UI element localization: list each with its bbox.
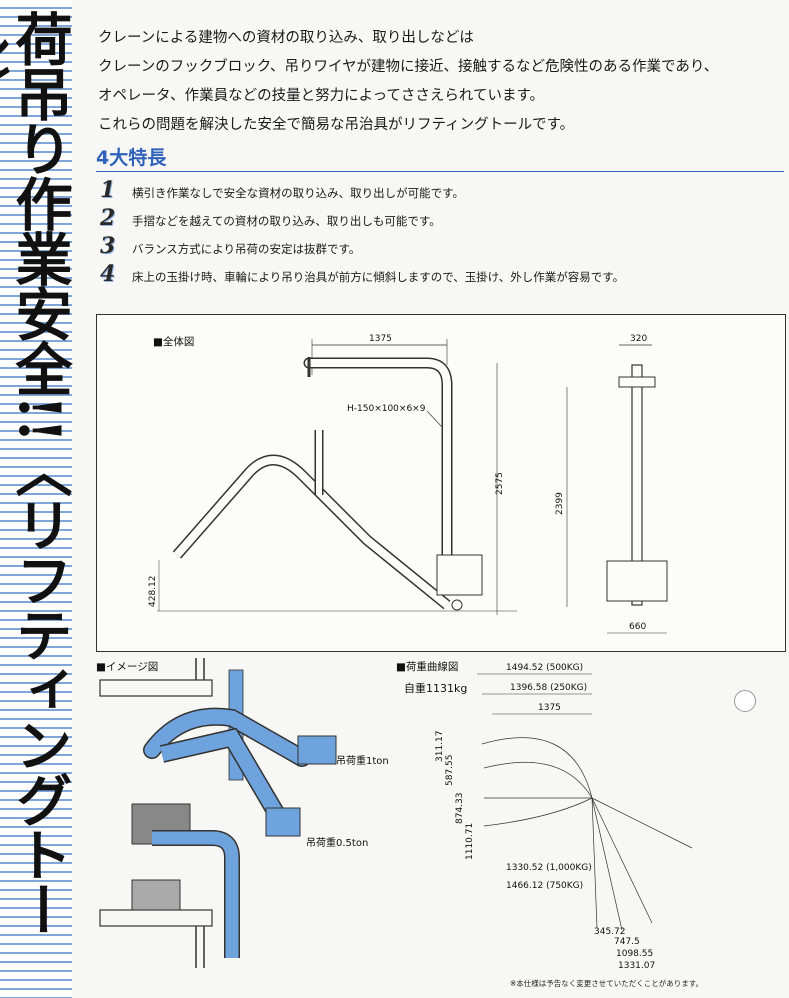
- left-dim: 1110.71: [465, 823, 475, 860]
- dim-top: 1375: [369, 334, 392, 344]
- left-dim: 587.55: [445, 755, 455, 787]
- dim-side-height: 2399: [555, 492, 565, 515]
- load2-label: 吊荷重0.5ton: [306, 836, 368, 849]
- intro-text: クレーンによる建物への資材の取り込み、取り出しなどは クレーンのフックブロック、…: [98, 24, 778, 140]
- bottom-dim: 747.5: [614, 937, 640, 947]
- feature-item: 3 バランス方式により吊荷の安定は抜群です。: [100, 233, 780, 264]
- vertical-title: 荷吊り作業安全!!〈リフティングトール〉: [0, 10, 73, 937]
- image-diagram: ■イメージ図 吊荷重1ton 吊荷重0.5ton: [96, 658, 389, 968]
- feature-number: 4: [100, 261, 116, 287]
- top-dim: 1375: [538, 703, 561, 713]
- feature-item: 2 手摺などを越えての資材の取り込み、取り出しも可能です。: [100, 205, 780, 236]
- image-diagram-label: ■イメージ図: [96, 661, 158, 673]
- feature-item: 1 横引き作業なしで安全な資材の取り込み、取り出しが可能です。: [100, 177, 780, 208]
- load-curve-label: ■荷重曲線図: [396, 660, 458, 673]
- intro-line: クレーンのフックブロック、吊りワイヤが建物に接近、接触するなど危険性のある作業で…: [98, 59, 719, 75]
- self-weight: 自重1131kg: [404, 681, 467, 695]
- feature-text: 手摺などを越えての資材の取り込み、取り出しも可能です。: [132, 214, 441, 228]
- feature-number: 2: [100, 205, 116, 231]
- features-heading: 4大特長: [96, 143, 784, 172]
- bottom-dim: 1331.07: [618, 961, 655, 970]
- mid-dim: 1466.12 (750KG): [506, 881, 583, 891]
- mid-dim: 1330.52 (1,000KG): [506, 863, 592, 873]
- top-dim: 1396.58 (250KG): [510, 683, 587, 693]
- feature-item: 4 床上の玉掛け時、車輪により吊り治具が前方に傾斜しますので、玉掛け、外し作業が…: [100, 261, 780, 292]
- dim-side-top: 320: [630, 334, 647, 344]
- left-dim: 311.17: [435, 731, 445, 763]
- dim-height: 2575: [495, 472, 505, 495]
- overall-diagram: ■全体図 1375 H-150×100×6×9 2575 428.12 320 …: [96, 314, 786, 652]
- footnote: ※本仕様は予告なく変更させていただくことがあります。: [510, 979, 704, 988]
- feature-number: 3: [100, 233, 116, 259]
- left-dim: 874.33: [455, 793, 465, 825]
- intro-line: クレーンによる建物への資材の取り込み、取り出しなどは: [98, 30, 474, 46]
- bottom-dim: 345.72: [594, 927, 626, 937]
- feature-text: 横引き作業なしで安全な資材の取り込み、取り出しが可能です。: [132, 186, 465, 200]
- feature-text: バランス方式により吊荷の安定は抜群です。: [132, 242, 361, 256]
- overall-diagram-label: ■全体図: [153, 335, 194, 348]
- binder-hole: [734, 690, 756, 712]
- intro-line: これらの問題を解決した安全で簡易な吊治具がリフティングトールです。: [98, 117, 575, 133]
- beam-spec: H-150×100×6×9: [347, 404, 426, 414]
- load1-label: 吊荷重1ton: [336, 754, 389, 767]
- load-curve-diagram: ■荷重曲線図 自重1131kg 1494.52 (500KG) 1396.58 …: [396, 660, 693, 970]
- intro-line: オペレータ、作業員などの技量と努力によってささえられています。: [98, 88, 545, 104]
- top-dim: 1494.52 (500KG): [506, 663, 583, 673]
- bottom-dim: 1098.55: [616, 949, 653, 959]
- feature-text: 床上の玉掛け時、車輪により吊り治具が前方に傾斜しますので、玉掛け、外し作業が容易…: [132, 270, 625, 284]
- feature-number: 1: [100, 177, 116, 203]
- features-heading-text: 4大特長: [96, 147, 167, 169]
- dim-low: 428.12: [148, 576, 158, 608]
- dim-side-bottom: 660: [629, 622, 646, 632]
- side-stripes: [0, 0, 72, 998]
- overall-diagram-svg: ■全体図 1375 H-150×100×6×9 2575 428.12 320 …: [148, 334, 668, 634]
